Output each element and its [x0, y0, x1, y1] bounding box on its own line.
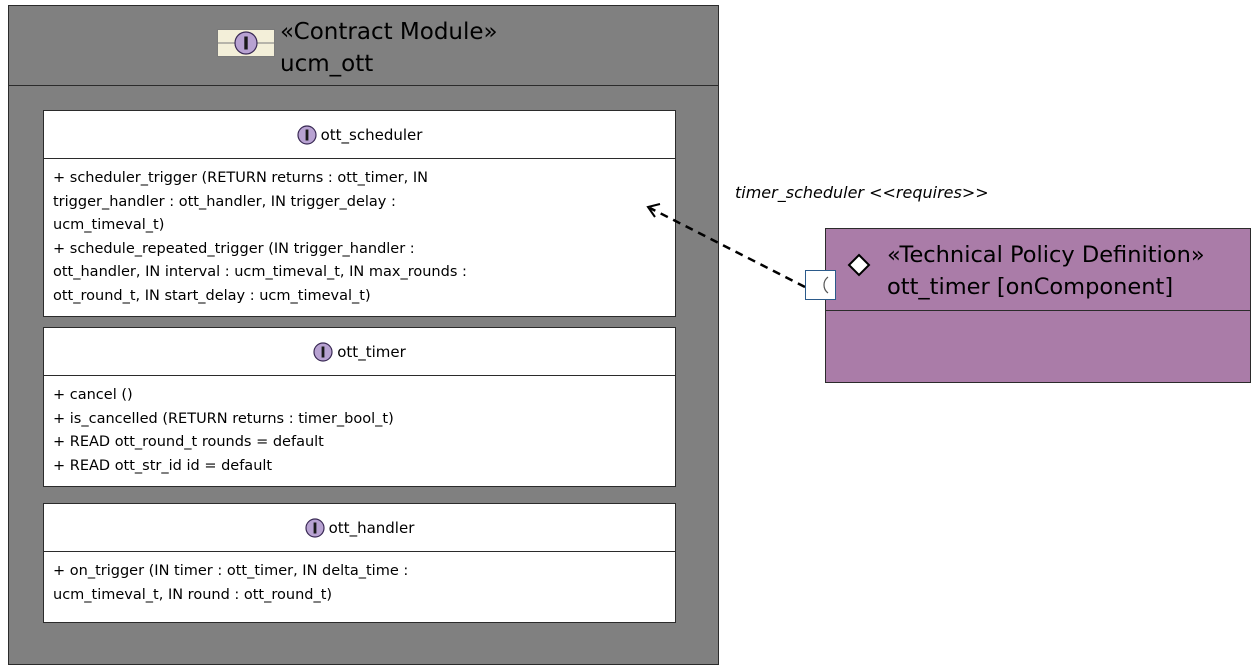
requires-connector[interactable] — [0, 0, 1251, 647]
interface-name: ott_timer — [337, 342, 406, 361]
policy-header: «Technical Policy Definition» ott_timer … — [826, 229, 1250, 311]
operation-line[interactable]: + cancel () — [53, 387, 133, 403]
operation-line[interactable]: + READ ott_round_t rounds = default — [53, 434, 324, 450]
module-stereotype: «Contract Module» — [280, 19, 498, 45]
connector-stereotype: <<requires>> — [869, 183, 989, 202]
technical-policy-box[interactable]: «Technical Policy Definition» ott_timer … — [825, 228, 1251, 383]
operations-list: + on_trigger (IN timer : ott_timer, IN d… — [53, 560, 669, 607]
interface-name: ott_handler — [328, 518, 415, 537]
interface-icon — [313, 341, 333, 362]
policy-name: ott_timer [onComponent] — [887, 274, 1174, 300]
connector-name: timer_scheduler — [735, 183, 865, 202]
operation-line[interactable]: + on_trigger (IN timer : ott_timer, IN d… — [53, 563, 409, 579]
operation-line[interactable]: + schedule_repeated_trigger (IN trigger_… — [53, 240, 415, 257]
operation-line[interactable]: ucm_timeval_t, IN round : ott_round_t) — [53, 586, 333, 603]
operation-line[interactable]: + is_cancelled (RETURN returns : timer_b… — [53, 410, 394, 427]
interface-header: ott_handler — [44, 504, 675, 552]
interface-name: ott_scheduler — [320, 125, 423, 144]
interface-ott-scheduler[interactable]: ott_scheduler + scheduler_trigger (RETUR… — [43, 110, 676, 317]
operation-line[interactable]: ucm_timeval_t) — [53, 217, 165, 233]
interface-icon — [305, 517, 325, 538]
operation-line[interactable]: ott_handler, IN interval : ucm_timeval_t… — [53, 264, 467, 280]
interface-ott-timer[interactable]: ott_timer + cancel () + is_cancelled (RE… — [43, 327, 676, 487]
module-header: «Contract Module» ucm_ott — [9, 6, 718, 86]
module-name: ucm_ott — [280, 51, 374, 77]
interface-icon — [296, 124, 317, 145]
operation-line[interactable]: ott_round_t, IN start_delay : ucm_timeva… — [53, 287, 371, 304]
socket-icon — [823, 276, 829, 294]
operations-list: + scheduler_trigger (RETURN returns : ot… — [53, 167, 669, 308]
policy-stereotype: «Technical Policy Definition» — [887, 242, 1205, 268]
operation-line[interactable]: + READ ott_str_id id = default — [53, 457, 273, 474]
operations-list: + cancel () + is_cancelled (RETURN retur… — [53, 384, 669, 478]
interface-header: ott_timer — [44, 328, 675, 376]
interface-header: ott_scheduler — [44, 111, 675, 159]
module-icon — [217, 29, 275, 57]
diamond-icon — [847, 253, 871, 277]
operation-line[interactable]: + scheduler_trigger (RETURN returns : ot… — [53, 170, 428, 186]
connector-label: timer_scheduler <<requires>> — [735, 183, 989, 202]
interface-ott-handler[interactable]: ott_handler + on_trigger (IN timer : ott… — [43, 503, 676, 623]
port-icon[interactable] — [805, 270, 836, 300]
operation-line[interactable]: trigger_handler : ott_handler, IN trigge… — [53, 193, 396, 210]
